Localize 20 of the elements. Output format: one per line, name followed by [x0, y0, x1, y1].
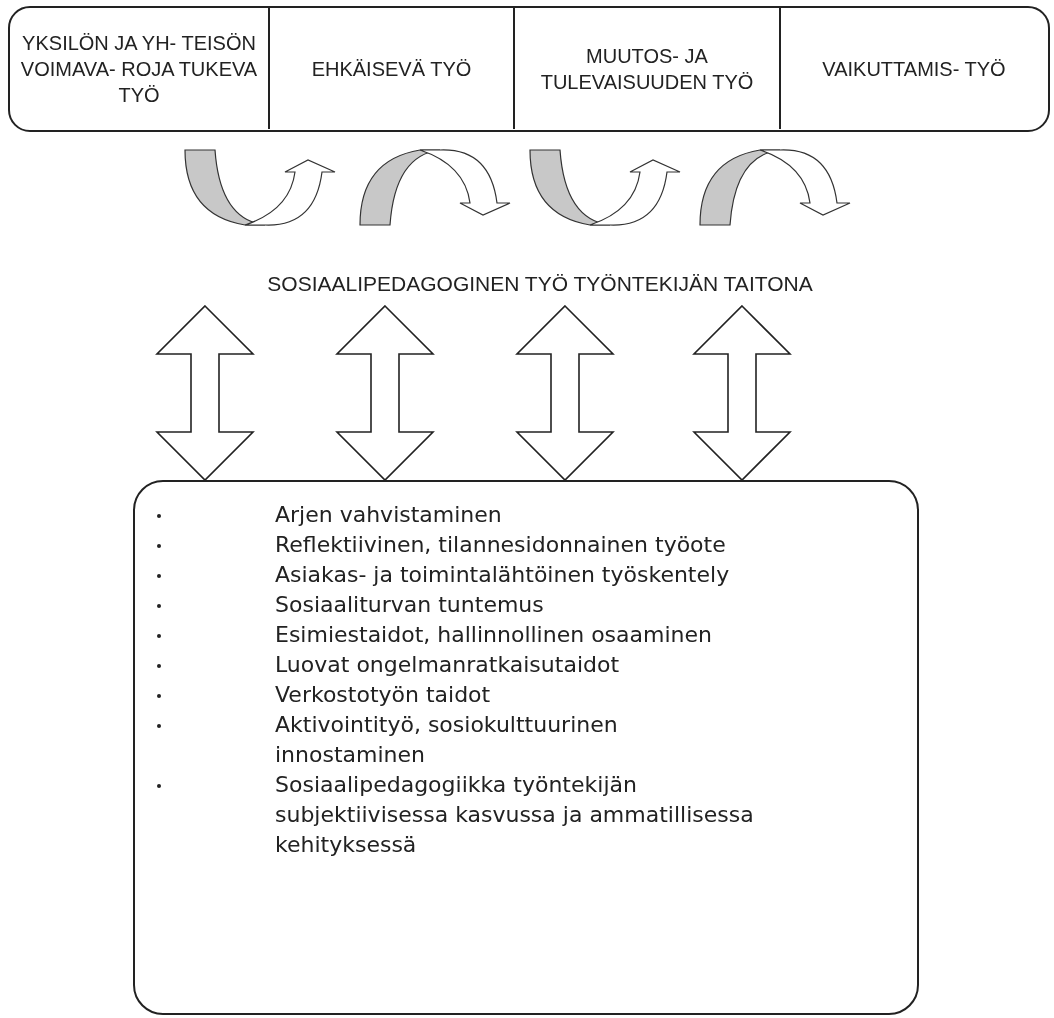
double-arrow [692, 304, 792, 482]
list-item-text: Arjen vahvistaminen [275, 501, 503, 529]
category-label: EHKÄISEVÄ TYÖ [311, 56, 472, 82]
double-arrow [515, 304, 615, 482]
list-item-text: Luovat ongelmanratkaisutaidot [275, 651, 621, 679]
list-item-text: Sosiaalipedagogiikka työntekijän subjektiivisessa kasvussa ja ammatillisessa kehityksessä [275, 771, 755, 859]
band-box [8, 6, 1050, 132]
category-label: YKSILÖN JA YH- TEISÖN VOIMAVA- ROJA TUKEVA TYÖ [19, 30, 259, 108]
list-item-text: Esimiestaidot, hallinnollinen osaaminen [275, 621, 713, 649]
list-item-text: Verkostotyön taidot [275, 681, 492, 709]
category-label: VAIKUTTAMIS- TYÖ [822, 56, 1006, 82]
skills-list-box [133, 480, 919, 1015]
double-arrow [335, 304, 435, 482]
center-heading: SOSIAALIPEDAGOGINEN TYÖ TYÖNTEKIJÄN TAITONA [230, 264, 850, 304]
category-label: MUUTOS- JA TULEVAISUUDEN TYÖ [539, 43, 755, 95]
double-arrow [155, 304, 255, 482]
list-item-text: Sosiaaliturvan tuntemus [275, 591, 545, 619]
list-item-text: Asiakas- ja toimintalähtöinen työskentely [275, 561, 731, 589]
list-item-text: Reflektiivinen, tilannesidonnainen työote [275, 531, 727, 559]
list-item-text: Aktivointityö, sosiokulttuurinen innostaminen [275, 711, 619, 769]
